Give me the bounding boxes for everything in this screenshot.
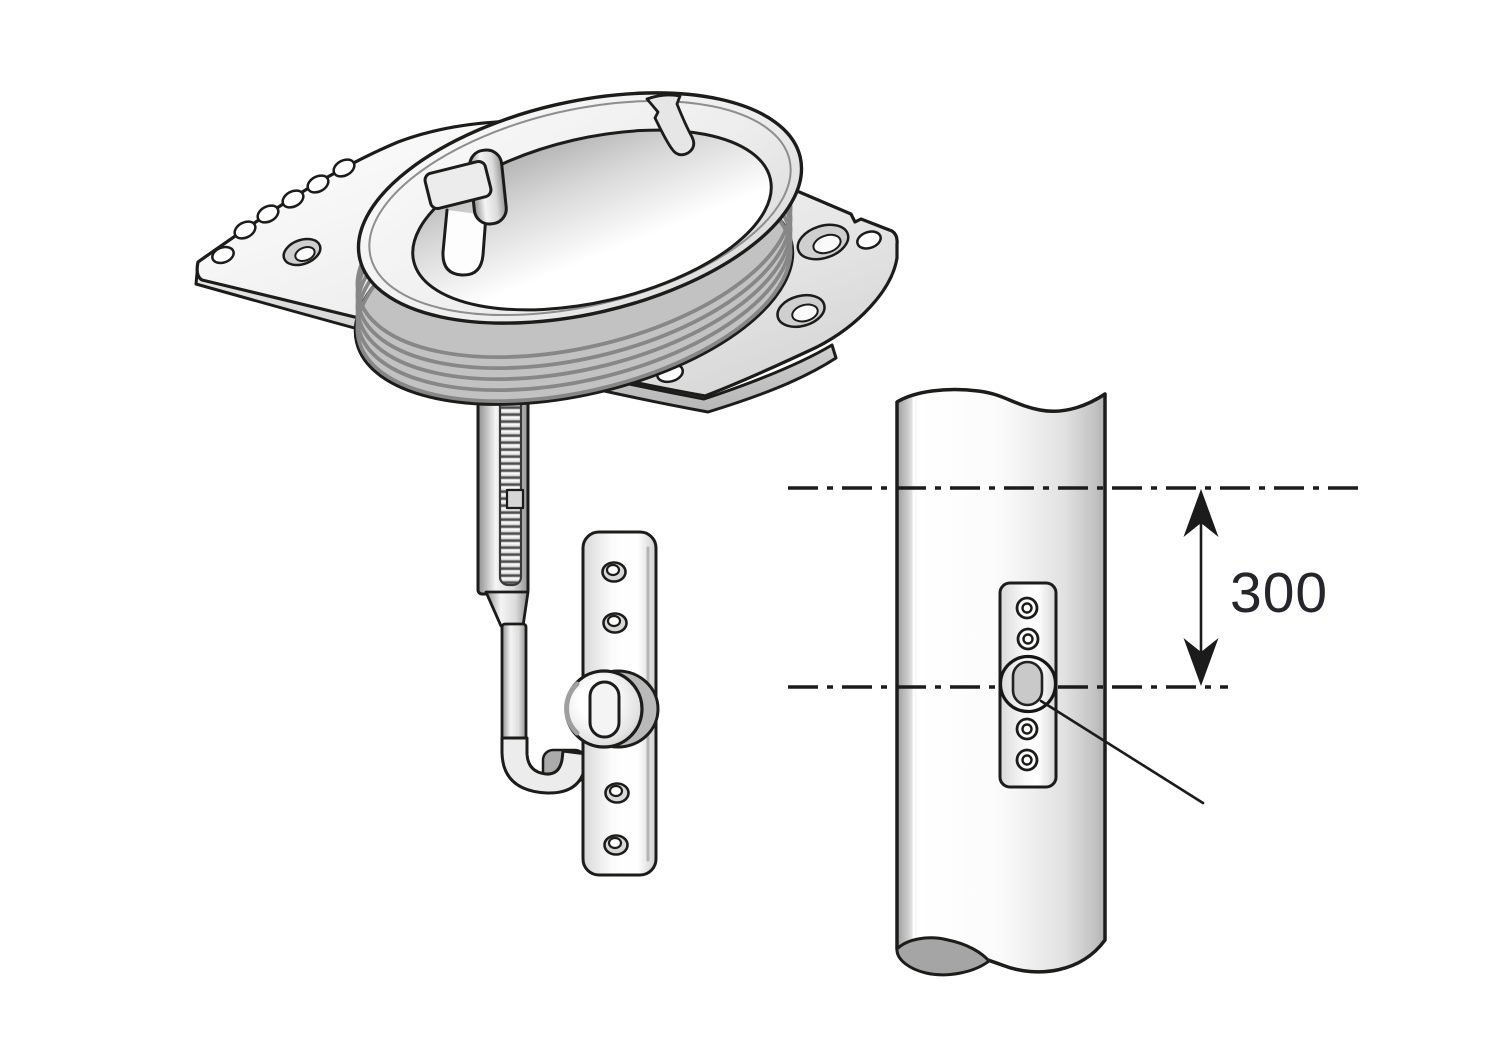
slot-highlight-circle	[998, 654, 1058, 714]
flange-assembly	[194, 91, 899, 877]
backing-plate-slot	[588, 680, 621, 739]
leader-line	[1039, 699, 1205, 805]
backing-plate	[564, 530, 660, 877]
mast-plate-slot	[1011, 660, 1044, 707]
dimension-300: 300	[1183, 489, 1328, 686]
dimension-label: 300	[1230, 561, 1328, 625]
rod-shank	[500, 622, 528, 754]
ring-notch	[645, 93, 696, 157]
turnbuckle-sleeve	[484, 590, 530, 628]
hook-bolt	[476, 346, 589, 795]
threaded-ring	[353, 91, 804, 406]
boss-shading	[564, 681, 580, 736]
backing-plate-holes	[601, 561, 630, 856]
mast-assembly: 300	[788, 387, 1363, 977]
locking-lug-bar	[423, 160, 493, 210]
hook	[500, 736, 589, 795]
dimension-arrow-down-icon	[1183, 638, 1219, 686]
mast-break-fold	[895, 936, 991, 977]
mast-plate-holes	[1015, 596, 1040, 772]
lug-slot	[441, 208, 488, 277]
dimension-arrow-up-icon	[1183, 489, 1219, 537]
adjuster-block	[505, 488, 525, 510]
ring-rim-lip	[368, 99, 792, 317]
